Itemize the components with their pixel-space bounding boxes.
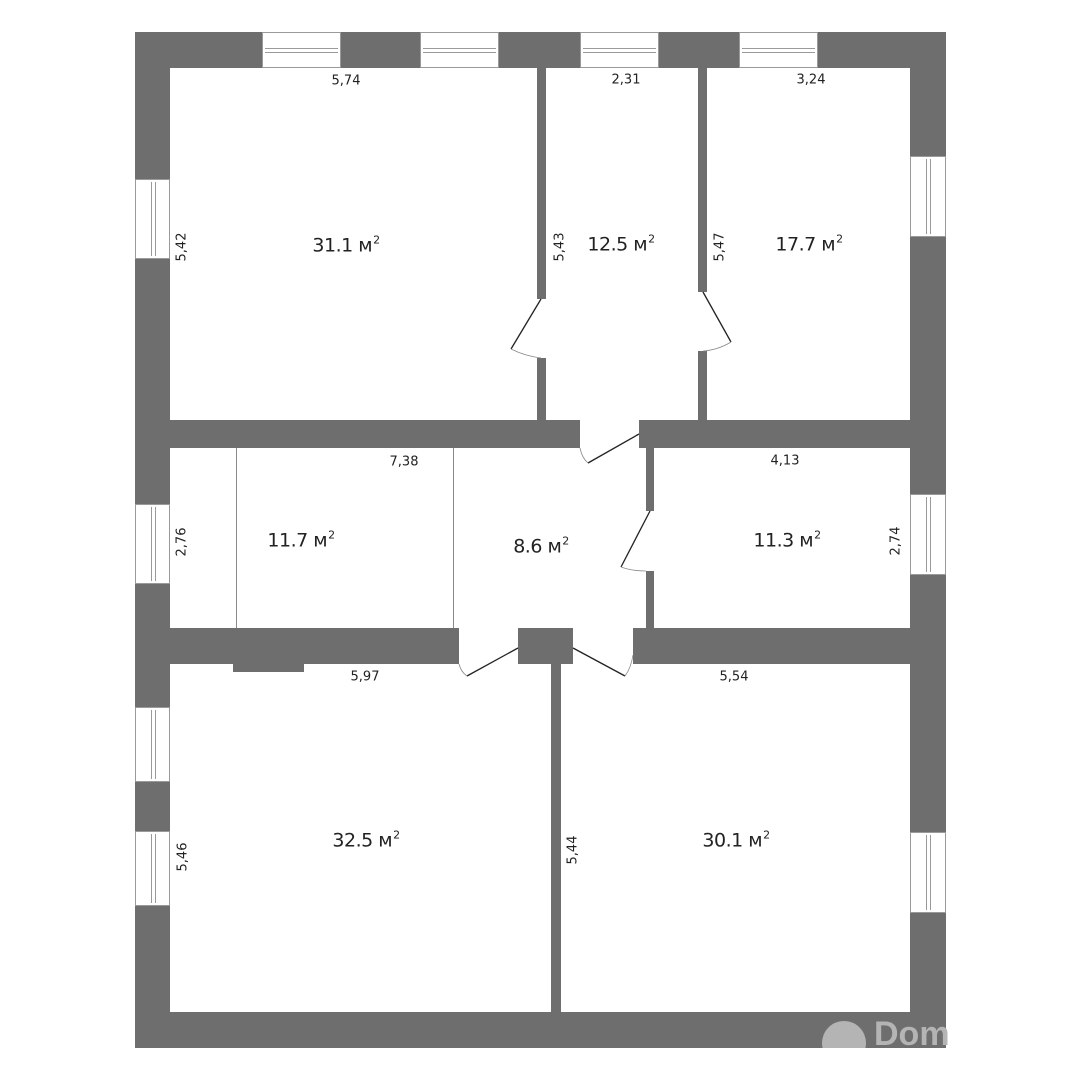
window-top-4: [739, 32, 818, 68]
logo-circle-icon: [822, 1021, 866, 1048]
middle-wall-upper-left: [170, 420, 580, 448]
window-right-1: [910, 156, 946, 237]
dim-top-middle-height: 5,43: [552, 232, 568, 262]
middle-wall-upper-right: [639, 420, 910, 448]
partition-top-2-upper: [698, 68, 707, 292]
room-area-top-middle: 12.5 м2: [587, 232, 655, 256]
dim-top-left-height: 5,42: [174, 232, 190, 262]
middle-wall-lower-left: [170, 628, 459, 664]
window-top-1: [262, 32, 341, 68]
room-area-bottom-left: 32.5 м2: [332, 828, 400, 852]
door-leaf-4: [620, 510, 651, 568]
hall-partition-upper: [646, 448, 654, 511]
partition-top-2-lower: [698, 351, 707, 421]
room-area-hall: 8.6 м2: [513, 534, 569, 558]
door-leaf-1: [510, 298, 542, 350]
room-area-bottom-right: 30.1 м2: [702, 828, 770, 852]
door-leaf-3: [587, 433, 640, 464]
middle-wall-lower-right: [633, 628, 910, 664]
window-left-1: [135, 179, 170, 259]
logo-text: Dom: [874, 1021, 948, 1048]
partition-top-1-upper: [537, 68, 546, 299]
dim-middle-right-width: 4,13: [770, 453, 800, 469]
window-right-3: [910, 832, 946, 913]
dim-middle-left-width: 7,38: [389, 454, 419, 470]
middle-wall-lower-pillar: [518, 628, 573, 664]
closet-line-left: [236, 448, 237, 629]
window-left-2: [135, 504, 170, 584]
dim-top-right-height: 5,47: [712, 232, 728, 262]
dim-bottom-left-height: 5,46: [175, 842, 191, 872]
door-leaf-2: [702, 291, 732, 343]
room-area-top-right: 17.7 м2: [775, 232, 843, 256]
window-right-2: [910, 494, 946, 575]
outer-wall-bottom: [135, 1012, 946, 1048]
hall-partition-lower: [646, 571, 654, 629]
dim-middle-right-height: 2,74: [888, 526, 904, 556]
room-area-top-left: 31.1 м2: [312, 233, 380, 257]
partition-bottom: [551, 664, 561, 1012]
closet-line-right: [453, 448, 454, 629]
dim-top-left-width: 5,74: [331, 73, 361, 89]
window-left-4: [135, 831, 170, 906]
window-left-3: [135, 707, 170, 782]
room-area-middle-right: 11.3 м2: [753, 528, 821, 552]
partition-top-1-lower: [537, 358, 546, 421]
watermark-logo: Dom: [822, 1021, 948, 1048]
dim-bottom-left-width: 5,97: [350, 669, 380, 685]
room-area-middle-left: 11.7 м2: [267, 528, 335, 552]
window-top-2: [420, 32, 499, 68]
outer-wall-top: [135, 32, 946, 68]
door-leaf-5: [466, 647, 519, 677]
window-top-3: [580, 32, 659, 68]
dim-top-right-width: 3,24: [796, 72, 826, 88]
radiator-block: [233, 664, 304, 672]
dim-bottom-right-width: 5,54: [719, 669, 749, 685]
door-leaf-6: [572, 647, 626, 677]
dim-middle-left-height: 2,76: [174, 527, 190, 557]
dim-bottom-right-height: 5,44: [565, 835, 581, 865]
dim-top-middle-width: 2,31: [611, 72, 641, 88]
